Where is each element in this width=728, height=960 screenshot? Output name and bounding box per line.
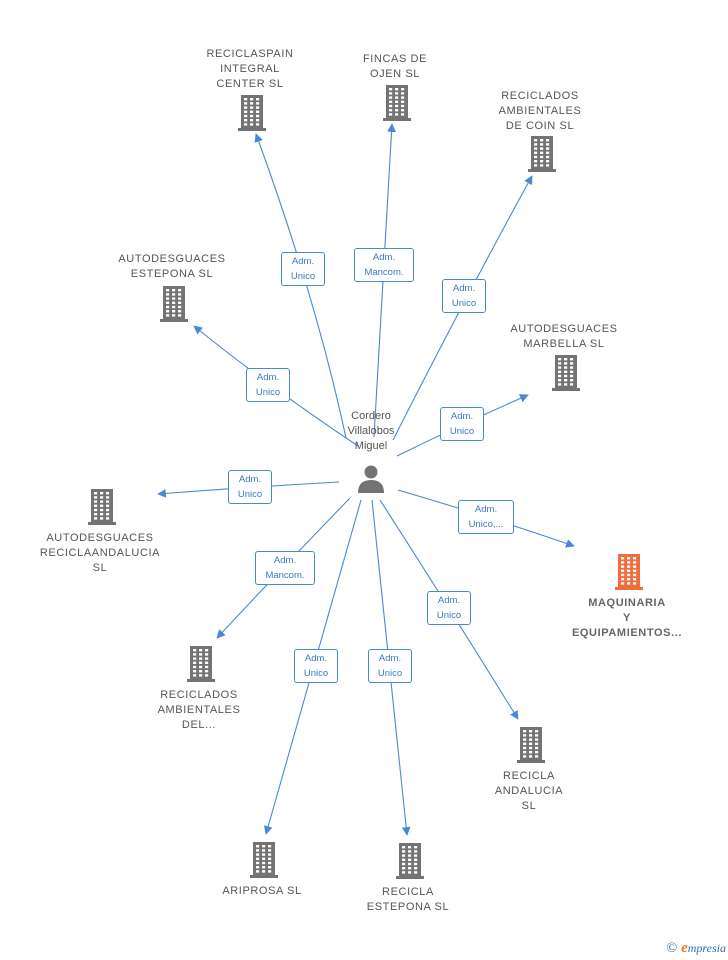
building-icon[interactable] (526, 136, 558, 177)
footer-brand: ©empresia (666, 940, 726, 957)
building-icon[interactable] (394, 843, 426, 884)
company-label-line: RECICLAANDALUCIA (39, 547, 161, 559)
relation-label-line: Adm. (452, 283, 476, 294)
company-label-reciclados-del[interactable]: RECICLADOS AMBIENTALES DEL... (124, 688, 274, 733)
company-label-reciclaspain[interactable]: RECICLASPAIN INTEGRAL CENTER SL (175, 47, 325, 92)
company-label-line: ESTEPONA SL (366, 901, 450, 913)
company-label-fincas[interactable]: FINCAS DE OJEN SL (320, 52, 470, 82)
person-icon[interactable] (356, 464, 386, 494)
relation-label-line: Unico,... (468, 519, 504, 530)
relation-label-recicla-andalucia[interactable]: Adm. Unico (427, 591, 471, 625)
company-label-line: SL (521, 800, 537, 812)
person-name-line: Cordero (351, 410, 391, 422)
relation-label-reciclaspain[interactable]: Adm. Unico (281, 252, 325, 286)
relation-label-line: Unico (303, 668, 329, 679)
relation-label-line: Adm. (256, 372, 280, 383)
company-label-autodesguaces-estepona[interactable]: AUTODESGUACES ESTEPONA SL (97, 252, 247, 282)
company-label-reciclados-coin[interactable]: RECICLADOS AMBIENTALES DE COIN SL (465, 89, 615, 134)
relation-label-autodesguaces-reciclaandalucia[interactable]: Adm. Unico (228, 470, 272, 504)
company-label-line: DEL... (181, 719, 217, 731)
company-label-autodesguaces-marbella[interactable]: AUTODESGUACES MARBELLA SL (489, 322, 639, 352)
company-label-line: RECICLADOS (501, 90, 579, 102)
brand-logo-initial: e (681, 940, 688, 956)
company-label-line: MAQUINARIA (588, 597, 666, 609)
building-icon[interactable] (86, 489, 118, 530)
company-label-line: RECICLA (503, 770, 555, 782)
building-icon[interactable] (185, 646, 217, 687)
relation-label-maquinaria[interactable]: Adm. Unico,... (458, 500, 514, 534)
relation-label-autodesguaces-marbella[interactable]: Adm. Unico (440, 407, 484, 441)
company-label-line: ARIPROSA SL (222, 885, 302, 897)
building-icon[interactable] (158, 286, 190, 327)
brand-logo-text: mpresia (687, 941, 726, 955)
company-label-line: EQUIPAMIENTOS... (571, 627, 683, 639)
building-icon[interactable] (248, 842, 280, 883)
relation-label-line: Adm. (378, 653, 402, 664)
relation-label-fincas[interactable]: Adm. Mancom. (354, 248, 414, 282)
building-icon[interactable] (613, 554, 645, 595)
company-label-line: AMBIENTALES (498, 105, 582, 117)
relation-label-line: Unico (290, 271, 316, 282)
relation-label-line: Adm. (304, 653, 328, 664)
relation-label-line: Unico (451, 298, 477, 309)
relation-label-line: Adm. (437, 595, 461, 606)
relation-label-line: Adm. (238, 474, 262, 485)
relation-label-line: Adm. (474, 504, 498, 515)
company-label-line: Y (623, 612, 631, 624)
company-label-maquinaria[interactable]: MAQUINARIA Y EQUIPAMIENTOS... (552, 596, 702, 641)
company-label-ariprosa[interactable]: ARIPROSA SL (187, 884, 337, 899)
person-name-line: Miguel (354, 440, 388, 452)
relation-label-line: Unico (436, 610, 462, 621)
company-label-line: DE COIN SL (505, 120, 575, 132)
company-label-line: INTEGRAL (220, 63, 280, 75)
relation-label-line: Unico (237, 489, 263, 500)
company-label-line: AUTODESGUACES (510, 323, 618, 335)
relation-label-line: Mancom. (364, 267, 404, 278)
company-label-autodesguaces-reciclaandalucia[interactable]: AUTODESGUACES RECICLAANDALUCIA SL (25, 531, 175, 576)
company-label-line: OJEN SL (369, 68, 421, 80)
relation-label-line: Adm. (450, 411, 474, 422)
company-label-line: RECICLA (382, 886, 434, 898)
relation-label-line: Adm. (273, 555, 297, 566)
relation-label-line: Adm. (291, 256, 315, 267)
company-label-line: ESTEPONA SL (130, 268, 214, 280)
building-icon[interactable] (381, 85, 413, 126)
relation-label-line: Adm. (372, 252, 396, 263)
company-label-recicla-andalucia[interactable]: RECICLA ANDALUCIA SL (454, 769, 604, 814)
company-label-line: AUTODESGUACES (46, 532, 154, 544)
relation-label-ariprosa[interactable]: Adm. Unico (294, 649, 338, 683)
building-icon[interactable] (550, 355, 582, 396)
building-icon[interactable] (236, 95, 268, 136)
company-label-line: AUTODESGUACES (118, 253, 226, 265)
company-label-line: AMBIENTALES (157, 704, 241, 716)
person-name-line: Villalobos (347, 425, 395, 437)
relation-label-reciclados-del[interactable]: Adm. Mancom. (255, 551, 315, 585)
relation-label-line: Unico (449, 426, 475, 437)
relation-label-reciclados-coin[interactable]: Adm. Unico (442, 279, 486, 313)
building-icon[interactable] (515, 727, 547, 768)
company-label-line: CENTER SL (216, 78, 284, 90)
company-label-line: RECICLADOS (160, 689, 238, 701)
relation-label-line: Unico (255, 387, 281, 398)
company-label-line: SL (92, 562, 108, 574)
company-label-line: MARBELLA SL (523, 338, 605, 350)
company-label-line: RECICLASPAIN (206, 48, 294, 60)
relation-label-line: Mancom. (265, 570, 305, 581)
relation-edge-reciclaspain (254, 133, 347, 439)
relation-label-recicla-estepona[interactable]: Adm. Unico (368, 649, 412, 683)
company-label-recicla-estepona[interactable]: RECICLA ESTEPONA SL (333, 885, 483, 915)
copyright-symbol: © (666, 941, 678, 956)
relation-label-autodesguaces-estepona[interactable]: Adm. Unico (246, 368, 290, 402)
company-label-line: ANDALUCIA (494, 785, 564, 797)
relation-label-line: Unico (377, 668, 403, 679)
company-label-line: FINCAS DE (362, 53, 428, 65)
